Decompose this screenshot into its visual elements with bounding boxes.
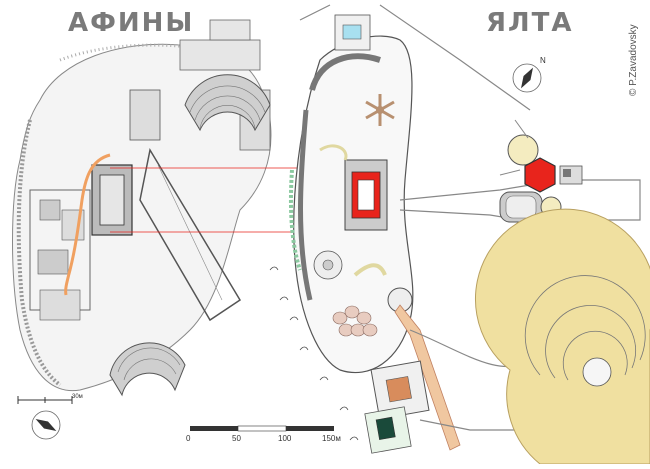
yalta-central-building (344, 159, 388, 231)
rotunda (313, 250, 343, 280)
scale-tick-150: 150м (322, 434, 341, 443)
trees (269, 266, 359, 441)
pool (342, 24, 362, 40)
copyright-note: © P.Zavadovsky (628, 24, 639, 96)
scale-tick-50: 50 (232, 434, 241, 443)
compass-athens (31, 410, 61, 440)
title-yalta: ЯЛТА (486, 8, 574, 38)
scale-tick-100: 100 (278, 434, 292, 443)
compass-yalta (512, 63, 542, 93)
small-scale-label: 30м (72, 394, 83, 400)
athens-acropolis-plan (12, 19, 272, 404)
odeon-herodes (109, 342, 186, 397)
yalta-promenade (394, 304, 461, 451)
athens-route (64, 153, 111, 296)
compass-north-label-yalta: N (540, 56, 546, 65)
petal-terrace (332, 305, 378, 337)
scale-bar (190, 425, 334, 432)
star-pavilion (365, 94, 395, 126)
yalta-pavilions (499, 119, 583, 223)
title-athens: АФИНЫ (68, 8, 195, 38)
scale-tick-0: 0 (186, 434, 191, 443)
yalta-plan (269, 14, 461, 454)
yalta-amphitheatre (475, 208, 650, 465)
theatre-dionysus (184, 74, 271, 132)
